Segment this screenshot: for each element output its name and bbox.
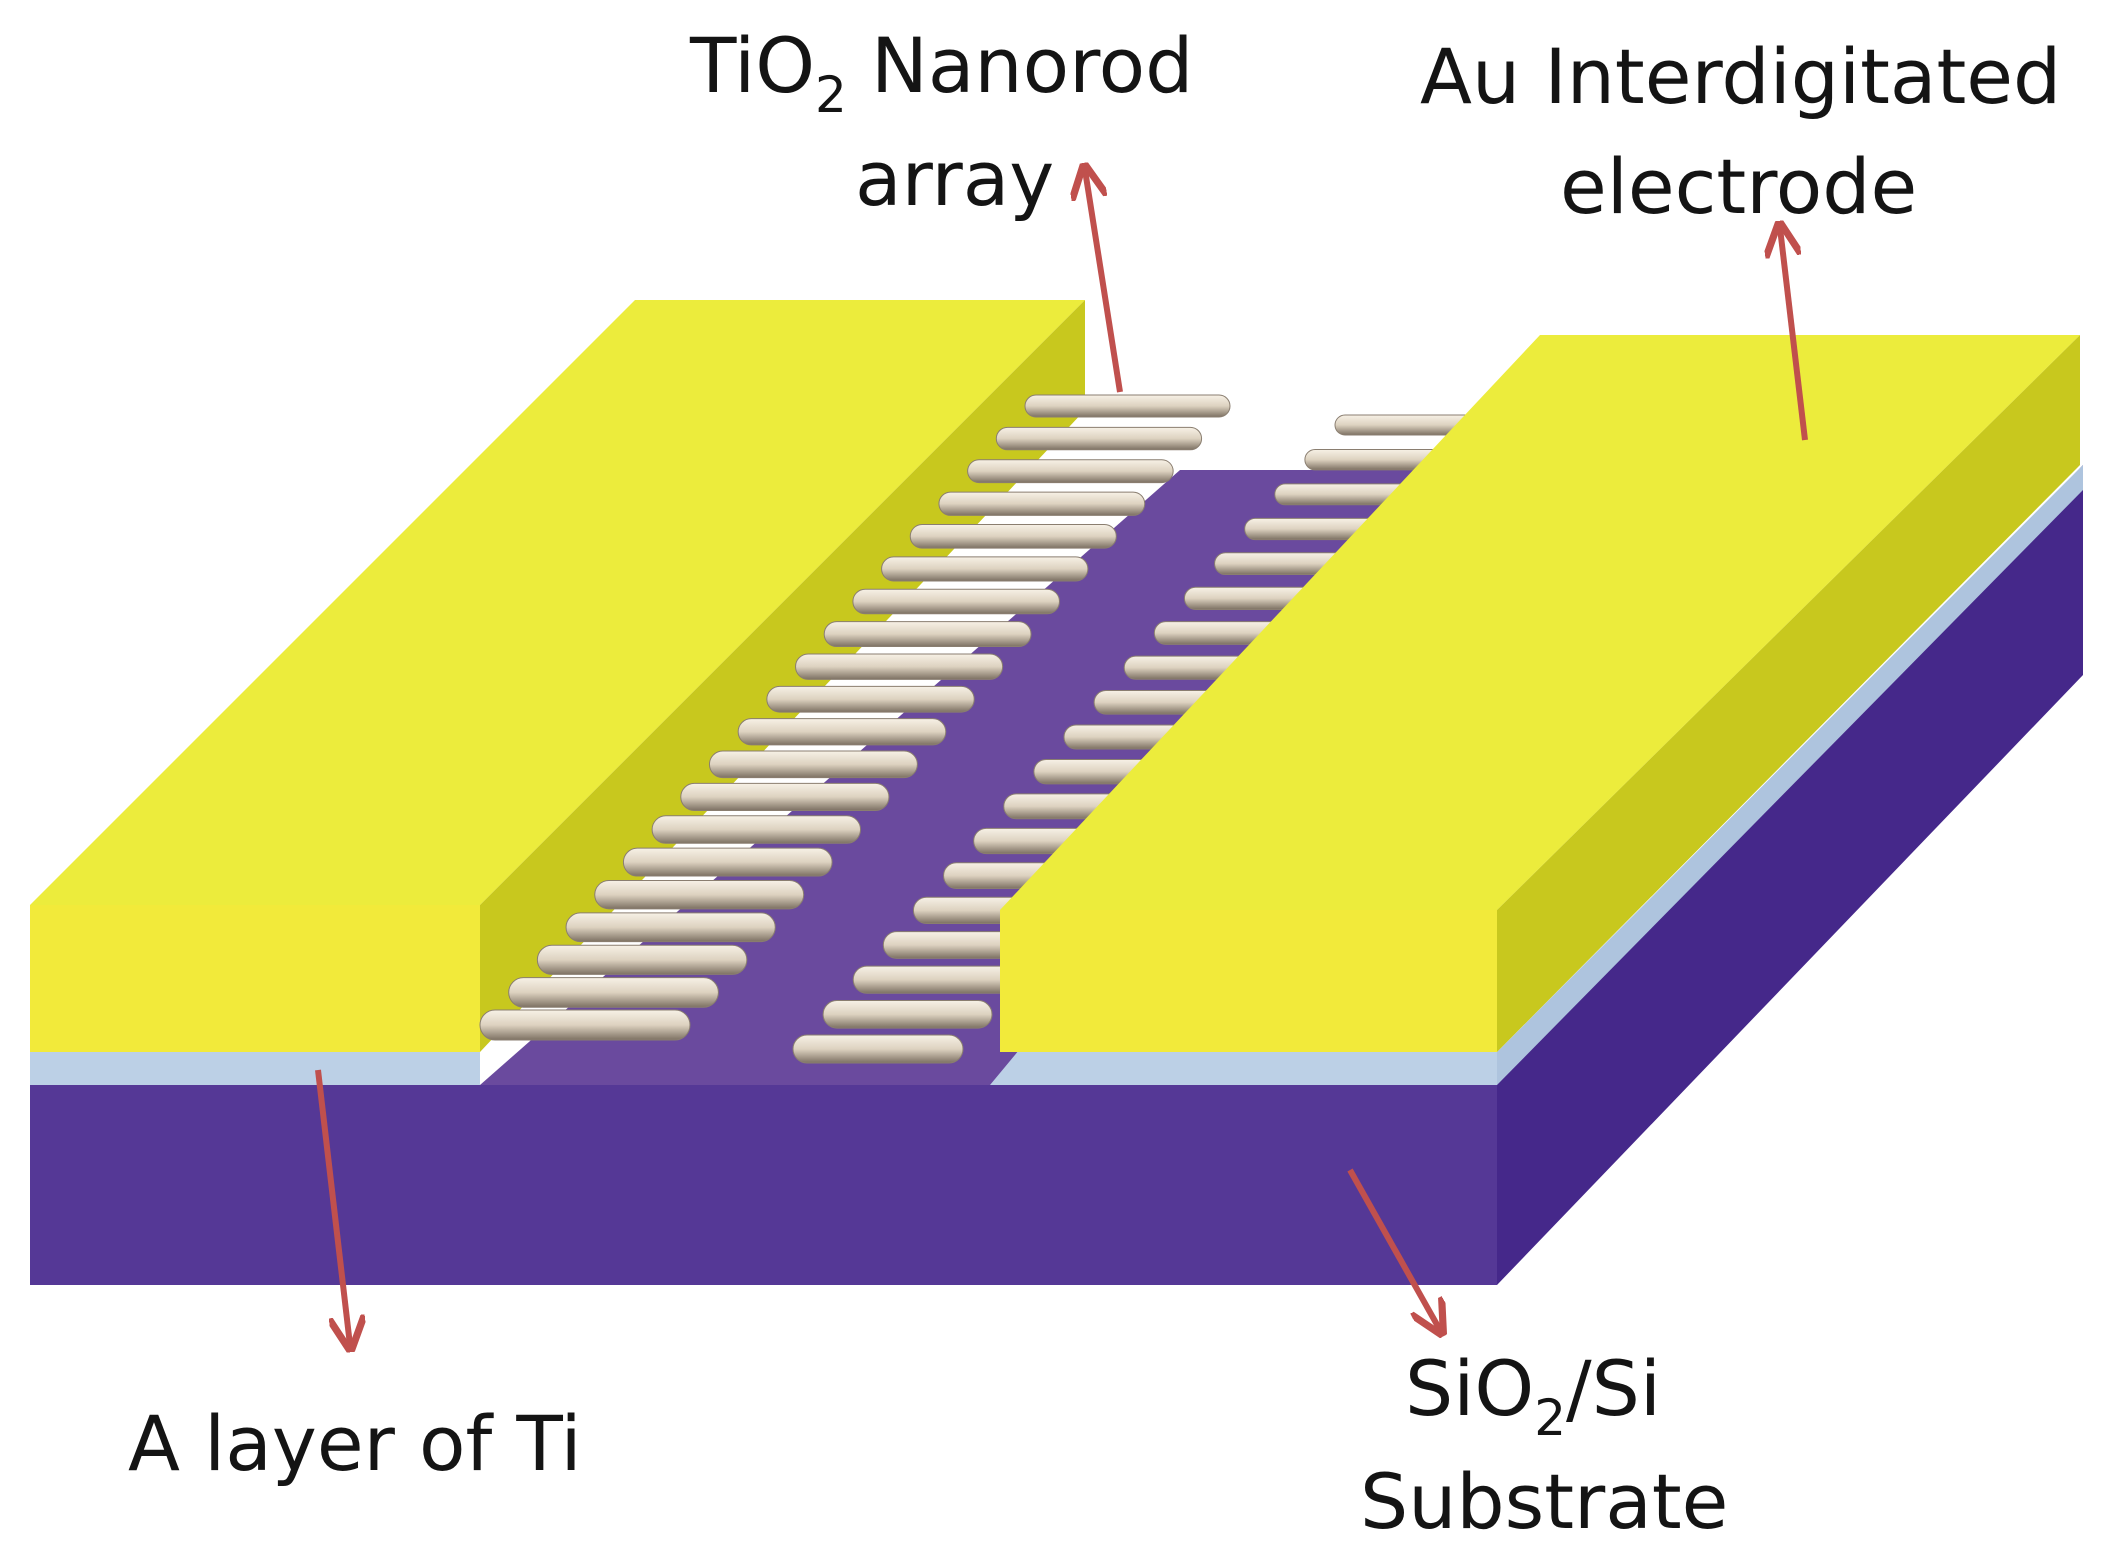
right-electrode-front	[1000, 910, 1497, 1052]
labels: TiO2 Nanorod array Au Interdigitated ele…	[128, 21, 2061, 1546]
ti-layer-front-left	[30, 1052, 480, 1085]
nanorod	[651, 815, 862, 844]
nanorod	[680, 782, 890, 811]
nanorod	[622, 847, 833, 877]
arrow-ti	[315, 1069, 350, 1345]
nanorod	[938, 491, 1146, 516]
nanorod	[565, 912, 776, 943]
nanorod	[852, 965, 1022, 994]
substrate	[30, 465, 2083, 1285]
nanorod	[737, 718, 947, 746]
nanorod	[852, 588, 1060, 615]
nanorod	[479, 1009, 691, 1041]
substrate-side	[1497, 465, 2083, 1285]
nanorod	[995, 426, 1203, 451]
nanorod	[766, 685, 975, 713]
nanorod	[536, 944, 748, 975]
nanorod	[909, 523, 1117, 549]
ti-layer-side	[1497, 465, 2083, 1085]
ti-layer-front-right	[990, 1052, 1497, 1085]
nanorod	[792, 1034, 964, 1064]
right-electrode-side	[1497, 335, 2080, 1052]
tio2-label: TiO2 Nanorod	[689, 21, 1193, 124]
nanorod	[708, 750, 918, 779]
substrate-label-line2: Substrate	[1360, 1457, 1728, 1546]
nanorod-array	[479, 394, 1486, 1064]
nanorod	[508, 977, 719, 1008]
left-electrode-top	[30, 300, 1085, 905]
substrate-label: SiO2/Si	[1405, 1344, 1661, 1447]
substrate-front	[30, 1085, 1497, 1285]
nanorod	[823, 621, 1032, 648]
pointer-arrows	[315, 170, 1808, 1345]
au-electrode-label-line2: electrode	[1560, 142, 1917, 231]
left-electrode-front	[30, 905, 480, 1052]
nanorod	[795, 653, 1004, 680]
arrow-tio2	[1085, 170, 1123, 393]
nanorod	[822, 1000, 993, 1029]
nanorod	[967, 459, 1174, 484]
arrow-au	[1780, 228, 1808, 441]
right-electrode-top	[1000, 335, 2080, 910]
arrow-substrate	[1347, 1168, 1440, 1330]
right-electrode	[1000, 335, 2080, 1052]
ti-layer-label: A layer of Ti	[128, 1399, 582, 1488]
nanorod	[1024, 394, 1231, 418]
tio2-label-line2: array	[855, 134, 1054, 223]
au-electrode-label: Au Interdigitated	[1420, 32, 2061, 121]
ti-layer	[30, 465, 2083, 1085]
nanorod	[594, 880, 805, 910]
nanorod	[881, 556, 1089, 582]
